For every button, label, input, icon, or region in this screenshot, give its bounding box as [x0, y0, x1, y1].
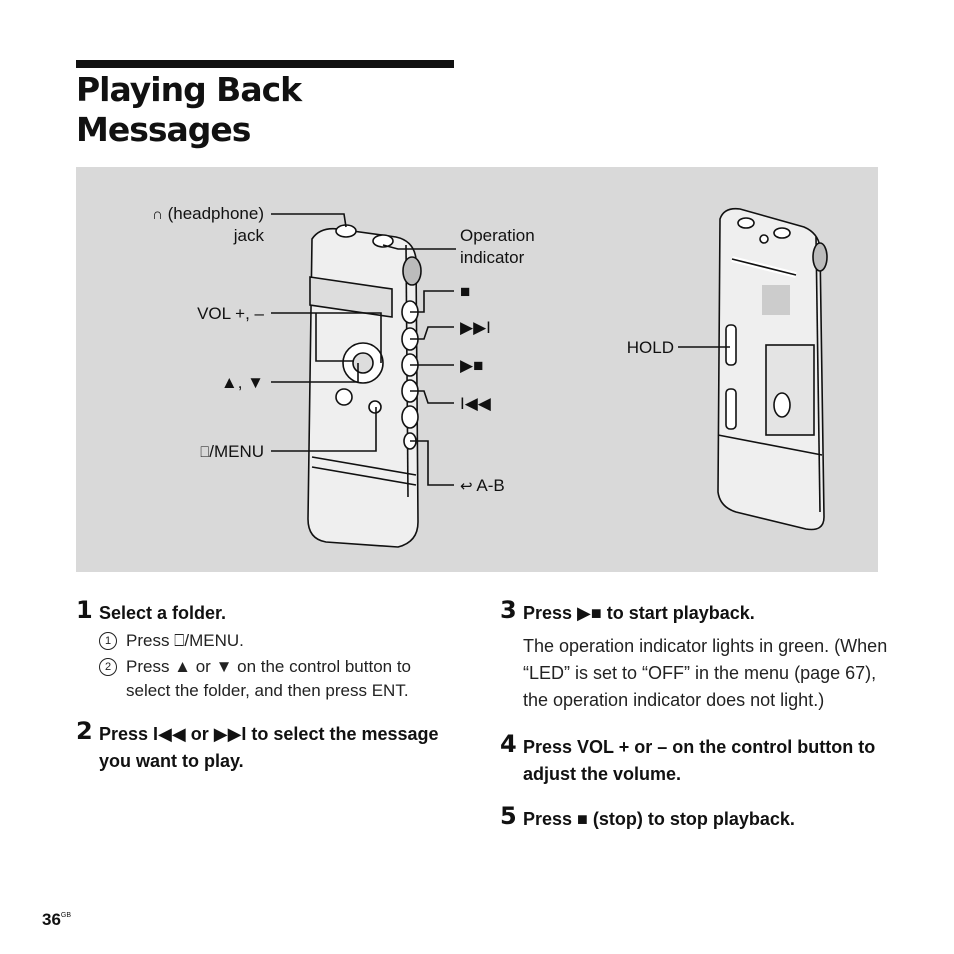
step-heading: Select a folder.	[99, 603, 227, 623]
device-illustration	[271, 207, 828, 548]
step-heading: Press VOL + or – on the control button t…	[523, 737, 876, 784]
vol-label: VOL +, –	[197, 304, 264, 323]
headphone-icon: ∩	[152, 206, 163, 223]
step-number: 5	[500, 802, 517, 830]
substep-1: 1 Press ⎕/MENU.	[99, 629, 456, 653]
step-4: 4 Press VOL + or – on the control button…	[500, 730, 890, 788]
substep-2: 2 Press ▲ or ▼ on the control button to …	[99, 655, 456, 703]
operation-indicator-label-1: Operation	[460, 226, 535, 245]
headphone-label: ∩ (headphone)	[152, 204, 264, 223]
prev-label: I◀◀	[460, 394, 491, 413]
steps-right-column: 3 Press ▶■ to start playback. The operat…	[500, 596, 890, 847]
ab-label: ↩ A-B	[460, 476, 505, 495]
steps-left-column: 1 Select a folder. 1 Press ⎕/MENU. 2 Pre…	[76, 596, 456, 789]
step-heading: Press ▶■ to start playback.	[523, 603, 755, 623]
step-1: 1 Select a folder. 1 Press ⎕/MENU. 2 Pre…	[76, 596, 456, 703]
step-number: 3	[500, 596, 517, 624]
step-body: The operation indicator lights in green.…	[523, 636, 888, 710]
step-heading: Press ■ (stop) to stop playback.	[523, 809, 795, 829]
updown-label: ▲, ▼	[220, 373, 264, 392]
substep-text: Press ⎕/MENU.	[126, 631, 244, 650]
step-heading: Press I◀◀ or ▶▶I to select the message y…	[99, 724, 439, 771]
page-number: 36GB	[42, 910, 72, 929]
device-figure: ∩ (headphone) jack Operation indicator V…	[76, 167, 878, 572]
folder-icon: ⎕	[200, 444, 210, 461]
play-stop-label: ▶■	[460, 356, 484, 375]
substep-text: Press ▲ or ▼ on the control button to se…	[126, 657, 412, 700]
hold-label: HOLD	[626, 338, 674, 357]
repeat-icon: ↩	[460, 478, 473, 495]
operation-indicator-label-2: indicator	[460, 248, 525, 267]
substep-marker: 2	[99, 658, 117, 676]
next-label: ▶▶I	[460, 318, 491, 337]
step-number: 2	[76, 717, 93, 745]
stop-label: ■	[460, 282, 471, 301]
substep-marker: 1	[99, 632, 117, 650]
step-3: 3 Press ▶■ to start playback. The operat…	[500, 596, 890, 714]
title-rule	[76, 60, 454, 68]
step-number: 4	[500, 730, 517, 758]
headphone-jack-label: jack	[233, 226, 264, 245]
step-2: 2 Press I◀◀ or ▶▶I to select the message…	[76, 717, 456, 775]
page-title: Playing Back Messages	[76, 70, 302, 149]
step-5: 5 Press ■ (stop) to stop playback.	[500, 802, 890, 833]
menu-label: ⎕/MENU	[200, 442, 264, 461]
step-number: 1	[76, 596, 93, 624]
